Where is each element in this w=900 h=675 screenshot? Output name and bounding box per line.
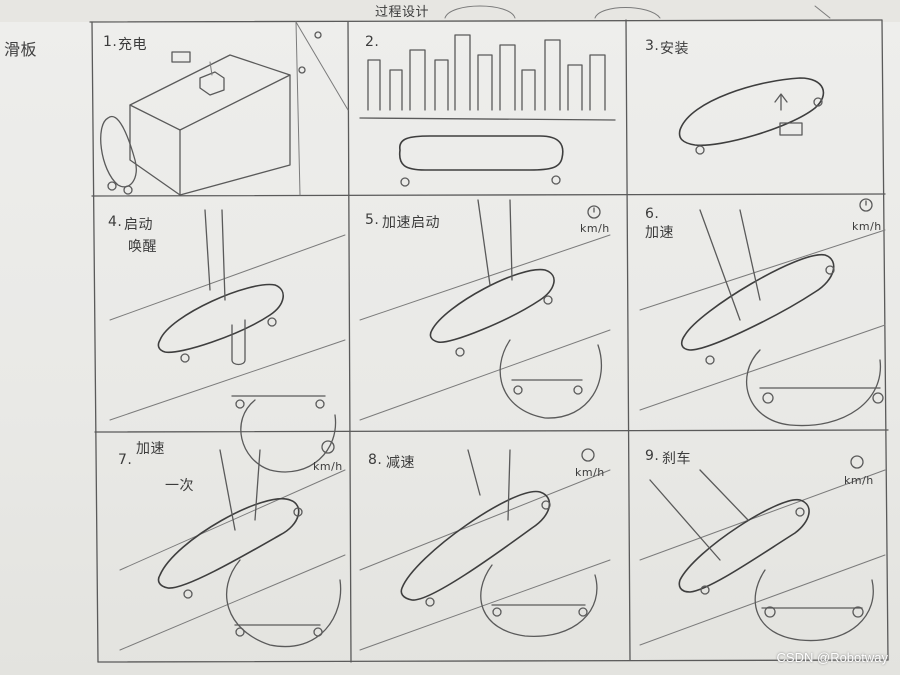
panel-1-caption: 充电	[118, 37, 147, 53]
panel-7-number: 7.	[118, 452, 133, 468]
panel-4-wake-drawing	[109, 209, 346, 473]
panel-1-number: 1.	[103, 34, 118, 50]
panel-2-city-drawing	[359, 34, 616, 187]
panel-3-install-drawing	[678, 77, 825, 155]
panel-7-accelerate-once-drawing	[119, 440, 346, 651]
panel-6-speed-unit: km/h	[852, 220, 882, 233]
top-note: 过程设计	[375, 5, 430, 20]
panel-1-charger-drawing	[100, 31, 322, 196]
panel-6-accelerate-drawing	[639, 198, 886, 427]
panel-5-caption: 加速启动	[382, 215, 440, 231]
corner-title: 滑板	[4, 40, 38, 59]
panel-9-caption: 刹车	[662, 451, 691, 467]
panel-9-brake-drawing	[639, 455, 886, 646]
panel-5-speed-unit: km/h	[580, 222, 610, 235]
panel-5-start-drawing	[359, 199, 611, 421]
top-strip-sketches	[444, 5, 831, 19]
panel-8-speed-unit: km/h	[575, 466, 605, 479]
panel-8-caption: 减速	[386, 455, 415, 471]
panel-9-speed-unit: km/h	[844, 474, 874, 487]
panel-8-number: 8.	[368, 452, 383, 468]
panel-7-caption: 加速	[136, 441, 165, 457]
panel-4-number: 4.	[108, 214, 123, 230]
panel-6-number: 6.	[645, 206, 660, 222]
storyboard-grid	[89, 19, 889, 663]
panel-7-extra: 一次	[165, 478, 194, 494]
panel-4-extra: 唤醒	[128, 239, 157, 255]
watermark-text: CSDN @Robotway	[776, 650, 888, 665]
panel-2-number: 2.	[365, 34, 380, 50]
panel-9-number: 9.	[645, 448, 660, 464]
panel-5-number: 5.	[365, 212, 380, 228]
panel-3-caption: 安装	[660, 41, 689, 57]
panel-4-caption: 启动	[124, 217, 153, 233]
panel-6-caption: 加速	[645, 225, 674, 241]
panel-8-decelerate-drawing	[359, 448, 611, 651]
panel-7-speed-unit: km/h	[313, 460, 343, 473]
top-paper-strip	[0, 0, 900, 22]
panel-3-number: 3.	[645, 38, 660, 54]
